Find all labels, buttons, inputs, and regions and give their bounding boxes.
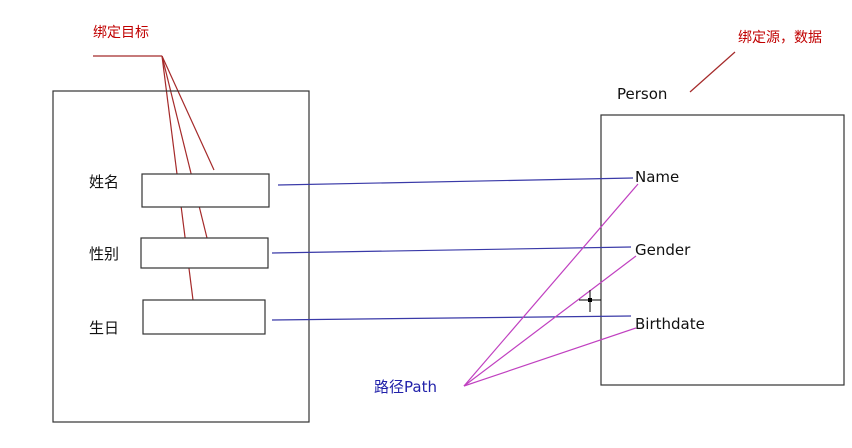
binding-source-label: 绑定源，数据 <box>738 30 822 46</box>
name-textbox[interactable] <box>141 173 270 208</box>
binding-line-gender <box>271 246 632 254</box>
gender-textbox[interactable] <box>140 237 269 269</box>
property-name: Name <box>635 168 679 186</box>
move-cursor-icon <box>579 290 601 312</box>
binding-line-birthdate <box>271 315 632 321</box>
source-object-title: Person <box>617 85 667 103</box>
path-label: 路径Path <box>374 378 437 396</box>
binding-source-object <box>600 114 845 386</box>
field-label-birthdate: 生日 <box>89 319 119 337</box>
binding-target-label: 绑定目标 <box>93 25 149 41</box>
binding-target-pointer-1 <box>161 55 215 171</box>
path-pointer-gender <box>463 255 637 387</box>
binding-source-pointer <box>689 51 736 93</box>
birthdate-textbox[interactable] <box>142 299 266 335</box>
property-birthdate: Birthdate <box>635 315 705 333</box>
binding-target-pointer-2 <box>161 55 208 239</box>
path-pointer-name <box>463 183 639 387</box>
path-pointer-birthdate <box>463 327 637 387</box>
property-gender: Gender <box>635 241 691 259</box>
binding-line-name <box>277 177 634 186</box>
field-label-name: 姓名 <box>89 173 119 191</box>
binding-target-form <box>52 90 310 423</box>
field-label-gender: 性别 <box>89 245 119 263</box>
